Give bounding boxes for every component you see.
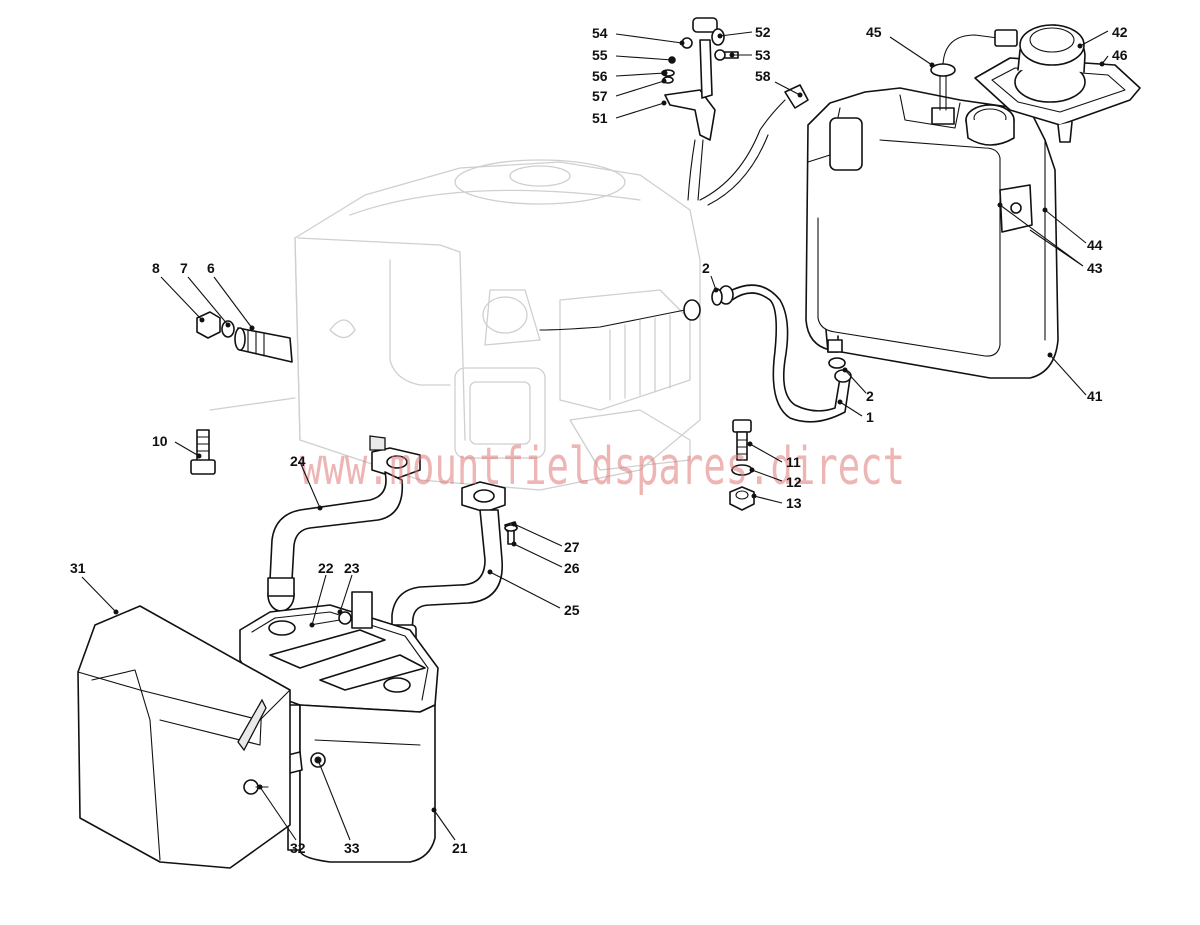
callout-51: 51	[592, 110, 608, 126]
throttle-control	[661, 17, 809, 206]
callout-24: 24	[290, 453, 306, 469]
pipe-fitting-6-7-8	[196, 311, 293, 363]
callout-42: 42	[1112, 24, 1128, 40]
callout-8: 8	[152, 260, 160, 276]
callout-52: 52	[755, 24, 771, 40]
callout-26: 26	[564, 560, 580, 576]
silencer	[239, 591, 439, 863]
watermark-text: www.mountfieldspares.direct	[300, 437, 905, 497]
callout-46: 46	[1112, 47, 1128, 63]
callout-23: 23	[344, 560, 360, 576]
callout-21: 21	[452, 840, 468, 856]
callout-12: 12	[786, 474, 802, 490]
callout-2-upper: 2	[702, 260, 710, 276]
callout-6: 6	[207, 260, 215, 276]
callout-11: 11	[786, 454, 801, 470]
callout-2-lower: 2	[866, 388, 874, 404]
callout-54: 54	[592, 25, 608, 41]
fuel-cap-and-tray	[974, 24, 1141, 143]
callout-10: 10	[152, 433, 168, 449]
callout-45: 45	[866, 24, 882, 40]
callout-13: 13	[786, 495, 802, 511]
fuel-pipe	[539, 284, 852, 423]
callout-55: 55	[592, 47, 608, 63]
callout-1: 1	[866, 409, 874, 425]
callout-58: 58	[755, 68, 771, 84]
callout-25: 25	[564, 602, 580, 618]
exhaust-pipe-24	[267, 435, 421, 612]
callout-31: 31	[70, 560, 86, 576]
callout-32: 32	[290, 840, 306, 856]
callout-43: 43	[1087, 260, 1103, 276]
callout-7: 7	[180, 260, 188, 276]
heat-shield	[77, 605, 291, 869]
callout-27: 27	[564, 539, 580, 555]
callout-44: 44	[1087, 237, 1103, 253]
callout-labels: 54 52 55 53 56 57 58 51 45 42 46 44 43 4…	[70, 24, 1128, 856]
callout-53: 53	[755, 47, 771, 63]
callout-33: 33	[344, 840, 360, 856]
engine-outline	[209, 159, 701, 491]
bolt-11-washer-12-nut-13	[729, 419, 755, 511]
bolt-10	[190, 429, 216, 475]
callout-22: 22	[318, 560, 334, 576]
callout-41: 41	[1087, 388, 1103, 404]
callout-57: 57	[592, 88, 608, 104]
callout-56: 56	[592, 68, 608, 84]
leader-lines	[81, 30, 1109, 841]
